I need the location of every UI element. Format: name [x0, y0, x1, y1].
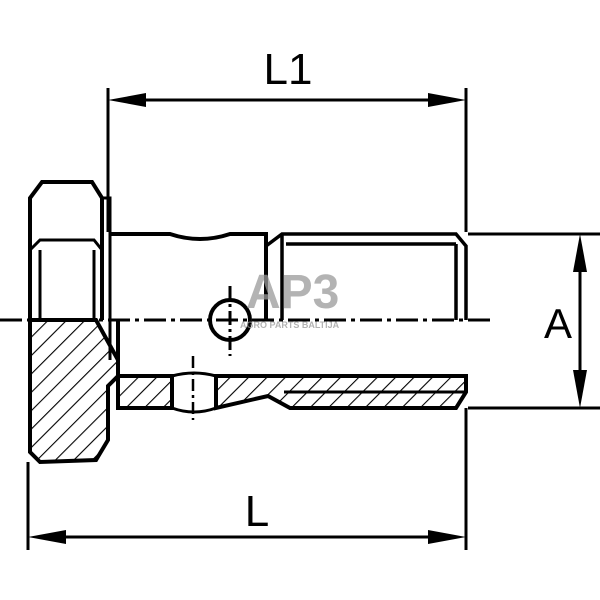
head-section-hatched: [28, 318, 120, 465]
hex-facets: [28, 196, 112, 360]
dimension-l: [26, 408, 468, 550]
dimension-l1: [106, 88, 468, 232]
l1-label: L1: [264, 45, 313, 94]
svg-text:AP3: AP3: [246, 266, 339, 319]
watermark-logo: AP3 AGRO PARTS BALTIJA: [240, 266, 340, 330]
shank-upper: [110, 232, 268, 360]
l-label: L: [245, 487, 269, 536]
thread-upper: [264, 232, 468, 320]
dimension-a: [468, 232, 600, 410]
svg-text:AGRO PARTS BALTIJA: AGRO PARTS BALTIJA: [240, 320, 340, 330]
a-label: A: [544, 300, 572, 347]
hex-head: [28, 180, 104, 320]
